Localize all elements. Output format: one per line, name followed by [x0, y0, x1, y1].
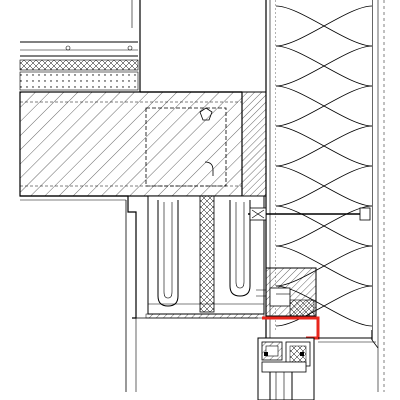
hanger-loop-inner — [163, 202, 173, 299]
slab-edge — [20, 195, 137, 392]
interior-lining — [132, 317, 258, 392]
small-marker-icon — [65, 45, 71, 51]
wall-assembly — [241, 0, 385, 392]
screed-layer — [19, 71, 139, 91]
ceiling-cavity — [145, 195, 265, 319]
anchor-bracket-icon — [199, 107, 213, 121]
window-frame — [257, 337, 315, 400]
hanger-loop-inner — [235, 202, 245, 289]
window-head-detail — [256, 267, 317, 317]
hook-rebar-icon — [204, 161, 214, 176]
insulation-layer — [19, 59, 139, 71]
exterior-lining — [318, 337, 379, 349]
hanger-loop — [157, 200, 179, 307]
concrete-slab — [19, 91, 243, 197]
small-marker-icon — [127, 45, 133, 51]
anchor-bolt — [248, 207, 371, 221]
top-floor-buildup — [19, 41, 139, 91]
hanger-loop — [229, 200, 251, 297]
insulation-strip — [199, 195, 215, 313]
parapet-outline — [131, 0, 242, 93]
